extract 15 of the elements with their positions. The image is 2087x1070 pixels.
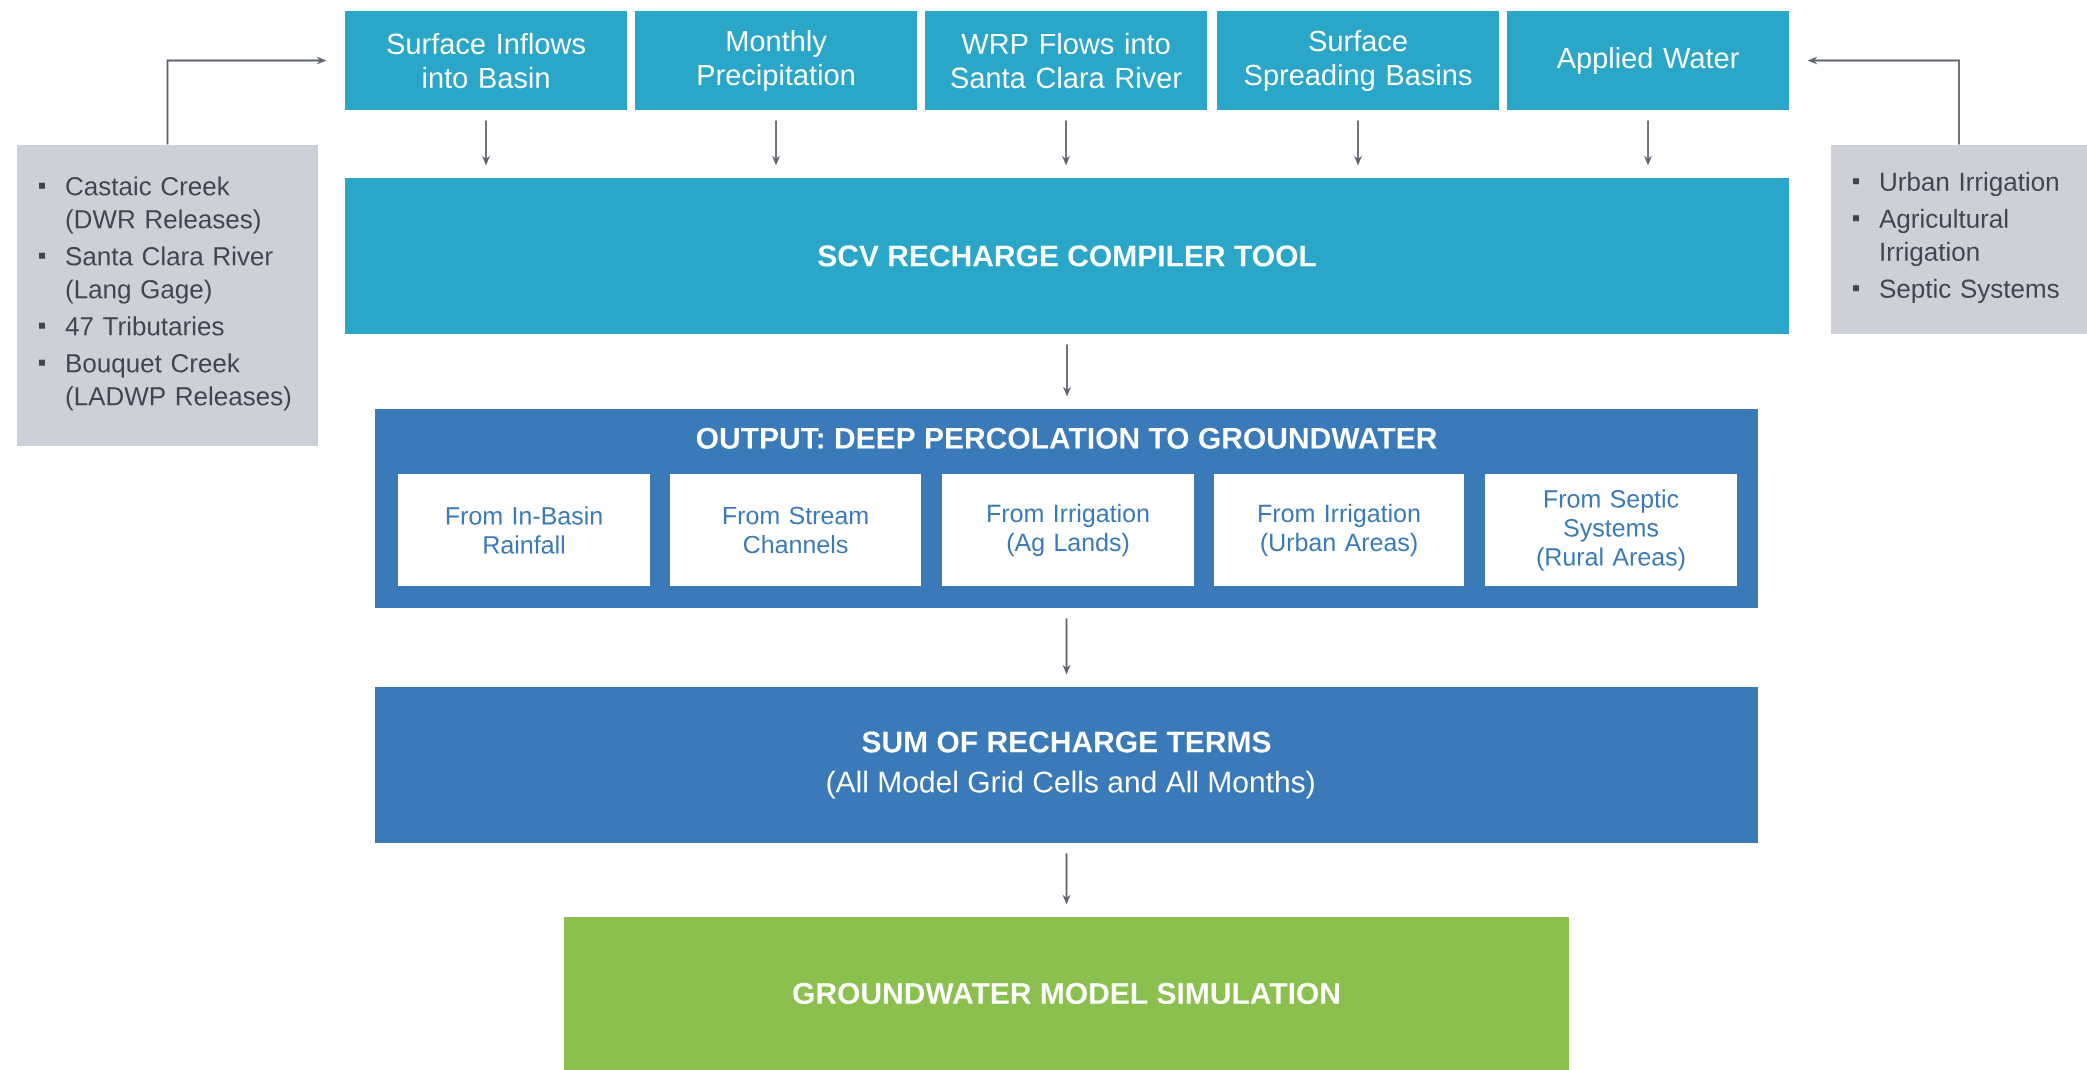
output-item-box: From Stream Channels bbox=[670, 474, 921, 586]
tool-box: SCV RECHARGE COMPILER TOOL bbox=[345, 178, 1789, 334]
output-item-box: From Septic Systems (Rural Areas) bbox=[1485, 474, 1737, 586]
sum-box: SUM OF RECHARGE TERMS (All Model Grid Cells and All Months) bbox=[375, 687, 1758, 843]
input-box: Applied Water bbox=[1507, 11, 1789, 110]
model-box: GROUNDWATER MODEL SIMULATION bbox=[564, 917, 1569, 1070]
bullet-list-box: Urban Irrigation Agricultural Irrigation Septic Systems bbox=[1831, 145, 2087, 334]
input-box: Monthly Precipitation bbox=[635, 11, 917, 110]
output-item-box: From Irrigation (Urban Areas) bbox=[1214, 474, 1464, 586]
input-box: Surface Inflows into Basin bbox=[345, 11, 627, 110]
input-box: Surface Spreading Basins bbox=[1217, 11, 1499, 110]
output-item-box: From In-Basin Rainfall bbox=[398, 474, 650, 586]
input-box: WRP Flows into Santa Clara River bbox=[925, 11, 1207, 110]
bullet-list-box: Castaic Creek (DWR Releases) Santa Clara River (Lang Gage) 47 Tributaries Bouquet Creek (LADWP Releases) bbox=[17, 145, 318, 446]
output-item-box: From Irrigation (Ag Lands) bbox=[942, 474, 1194, 586]
